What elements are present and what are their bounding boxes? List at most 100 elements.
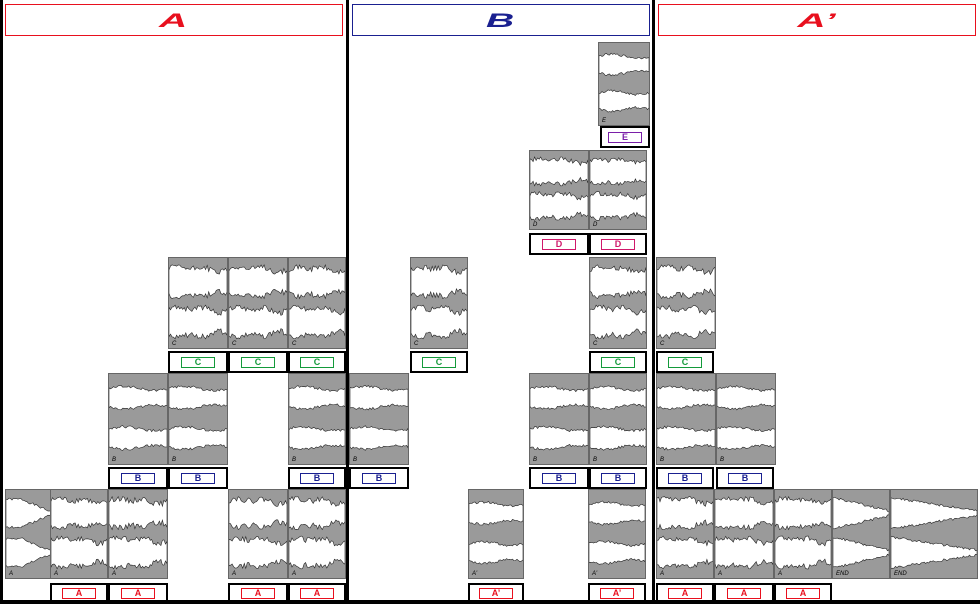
section-tag-label: B — [728, 472, 762, 484]
section-tag-label: D — [542, 238, 576, 250]
section-tag-label: C — [601, 356, 635, 368]
section-title-a-prime: A’ — [797, 8, 837, 32]
section-tag: C — [288, 351, 346, 373]
section-tag: D — [589, 233, 647, 255]
clip-name: B — [172, 457, 177, 463]
audio-clip[interactable]: C — [168, 257, 228, 349]
audio-clip[interactable]: B — [656, 373, 716, 465]
waveform-graphic — [589, 500, 645, 565]
waveform-graphic — [169, 264, 227, 340]
section-tag-label: C — [300, 356, 334, 368]
waveform-channel — [589, 500, 645, 526]
waveform-channel — [411, 304, 467, 340]
section-tag: B — [288, 467, 346, 489]
waveform-channel — [289, 535, 345, 570]
waveform-channel — [169, 264, 227, 299]
section-tag: C — [656, 351, 714, 373]
waveform-graphic — [657, 264, 715, 340]
audio-clip[interactable]: A — [5, 489, 52, 579]
clip-name: B — [112, 457, 117, 463]
waveform-graphic — [891, 497, 977, 570]
waveform-channel — [833, 537, 889, 568]
waveform-channel — [169, 425, 227, 451]
clip-name: A — [660, 571, 665, 577]
section-header-b: B — [352, 4, 650, 36]
audio-clip[interactable]: A' — [588, 489, 646, 579]
audio-clip[interactable]: A' — [468, 489, 524, 579]
section-tag: B — [168, 467, 228, 489]
audio-clip[interactable]: B — [529, 373, 589, 465]
audio-clip[interactable]: A — [288, 489, 346, 579]
audio-clip[interactable]: C — [228, 257, 288, 349]
audio-clip[interactable]: B — [716, 373, 776, 465]
clip-name: C — [414, 341, 419, 347]
waveform-channel — [51, 496, 107, 530]
waveform-graphic — [350, 384, 408, 451]
section-tag-label: A — [786, 588, 820, 599]
audio-clip[interactable]: E — [598, 42, 650, 126]
audio-clip[interactable]: B — [108, 373, 168, 465]
waveform-channel — [599, 52, 649, 77]
waveform-graphic — [229, 264, 287, 340]
audio-clip[interactable]: C — [656, 257, 716, 349]
audio-clip[interactable]: B — [589, 373, 647, 465]
audio-clip[interactable]: A — [714, 489, 774, 579]
audio-clip[interactable]: A — [228, 489, 288, 579]
section-tag: B — [656, 467, 714, 489]
audio-clip[interactable]: D — [529, 150, 589, 230]
audio-clip[interactable]: D — [589, 150, 647, 230]
audio-clip[interactable]: B — [349, 373, 409, 465]
waveform-graphic — [833, 497, 889, 568]
waveform-channel — [657, 496, 713, 530]
section-tag-label: A — [668, 588, 702, 599]
section-tag: B — [108, 467, 168, 489]
waveform-graphic — [530, 385, 588, 451]
clip-name: A' — [472, 571, 478, 577]
divider-ab — [346, 0, 349, 604]
section-header-a-prime: A’ — [658, 4, 976, 36]
audio-clip[interactable]: A — [774, 489, 832, 579]
section-tag-label: A — [62, 588, 96, 599]
waveform-channel — [590, 191, 646, 221]
section-tag-label: B — [300, 472, 334, 484]
section-tag: C — [168, 351, 228, 373]
section-tag: D — [529, 233, 589, 255]
section-tag: A — [714, 583, 774, 604]
waveform-graphic — [289, 264, 345, 340]
clip-name: B — [533, 457, 538, 463]
audio-clip[interactable]: END — [890, 489, 978, 579]
audio-clip[interactable]: C — [288, 257, 346, 349]
waveform-graphic — [229, 496, 287, 570]
waveform-graphic — [590, 385, 646, 451]
waveform-channel — [289, 426, 345, 450]
waveform-channel — [775, 535, 831, 570]
audio-clip[interactable]: A — [108, 489, 168, 579]
waveform-channel — [109, 385, 167, 411]
clip-name: C — [660, 341, 665, 347]
section-tag-label: A — [727, 588, 761, 599]
waveform-channel — [469, 540, 523, 565]
waveform-channel — [289, 385, 345, 411]
audio-clip[interactable]: A — [656, 489, 714, 579]
waveform-graphic — [109, 495, 167, 570]
section-tag-label: B — [542, 472, 576, 484]
audio-clip[interactable]: END — [832, 489, 890, 579]
waveform-channel — [590, 304, 646, 340]
divider-ba — [652, 0, 655, 604]
waveform-channel — [530, 191, 588, 221]
audio-clip[interactable]: C — [410, 257, 468, 349]
audio-clip[interactable]: B — [168, 373, 228, 465]
waveform-channel — [6, 537, 51, 568]
section-header-a: A — [5, 4, 343, 36]
section-tag-label: B — [668, 472, 702, 484]
section-tag-label: A’ — [600, 588, 634, 599]
section-tag: B — [349, 467, 409, 489]
waveform-channel — [717, 426, 775, 450]
audio-clip[interactable]: C — [589, 257, 647, 349]
clip-name: B — [660, 457, 665, 463]
section-tag: B — [529, 467, 589, 489]
clip-name: END — [894, 571, 907, 577]
audio-clip[interactable]: B — [288, 373, 346, 465]
audio-clip[interactable]: A — [50, 489, 108, 579]
clip-name: A — [718, 571, 723, 577]
